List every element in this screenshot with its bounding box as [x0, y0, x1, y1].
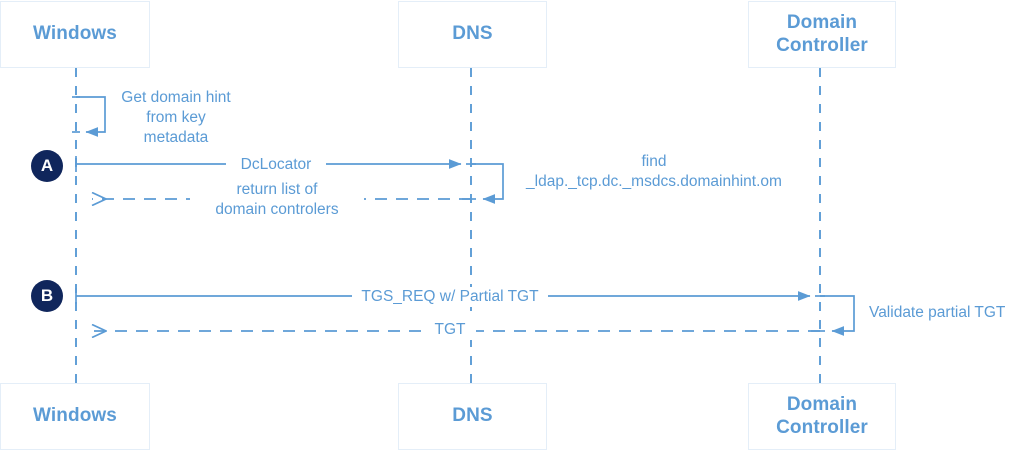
message-label-dclocator: DcLocator — [226, 155, 326, 175]
actor-box-windows-top: Windows — [0, 1, 150, 68]
actor-box-windows-bottom: Windows — [0, 383, 150, 450]
message-validate-partial-tgt — [811, 295, 855, 336]
message-label-get-domain-hint: Get domain hint from key metadata — [108, 88, 244, 148]
actor-label-domain-controller-top: Domain Controller — [776, 12, 868, 56]
message-label-find-ldap-srv: find _ldap._tcp.dc._msdcs.domainhint.om — [526, 153, 782, 190]
actor-label-windows-bottom: Windows — [33, 405, 117, 427]
message-get-domain-hint — [72, 96, 106, 137]
step-badge-b: B — [31, 280, 63, 312]
message-label-tgt-response: TGT — [424, 320, 476, 340]
step-badge-a: A — [31, 150, 63, 182]
actor-box-dns-top: DNS — [398, 1, 547, 68]
message-label-return-dc-list: return list of domain controlers — [190, 180, 364, 220]
actor-box-dns-bottom: DNS — [398, 383, 547, 450]
actor-label-dns-bottom: DNS — [452, 405, 493, 427]
actor-label-domain-controller-bottom: Domain Controller — [776, 394, 868, 438]
message-label-tgs-req: TGS_REQ w/ Partial TGT — [352, 287, 548, 307]
message-find-ldap-srv — [462, 163, 504, 204]
actor-box-domain-controller-top: Domain Controller — [748, 1, 896, 68]
message-label-validate-partial-tgt: Validate partial TGT — [866, 303, 1009, 323]
actor-label-windows-top: Windows — [33, 23, 117, 45]
step-badge-a-label: A — [40, 156, 54, 175]
actor-label-dns-top: DNS — [452, 23, 493, 45]
step-badge-b-label: B — [40, 286, 54, 305]
actor-box-domain-controller-bottom: Domain Controller — [748, 383, 896, 450]
